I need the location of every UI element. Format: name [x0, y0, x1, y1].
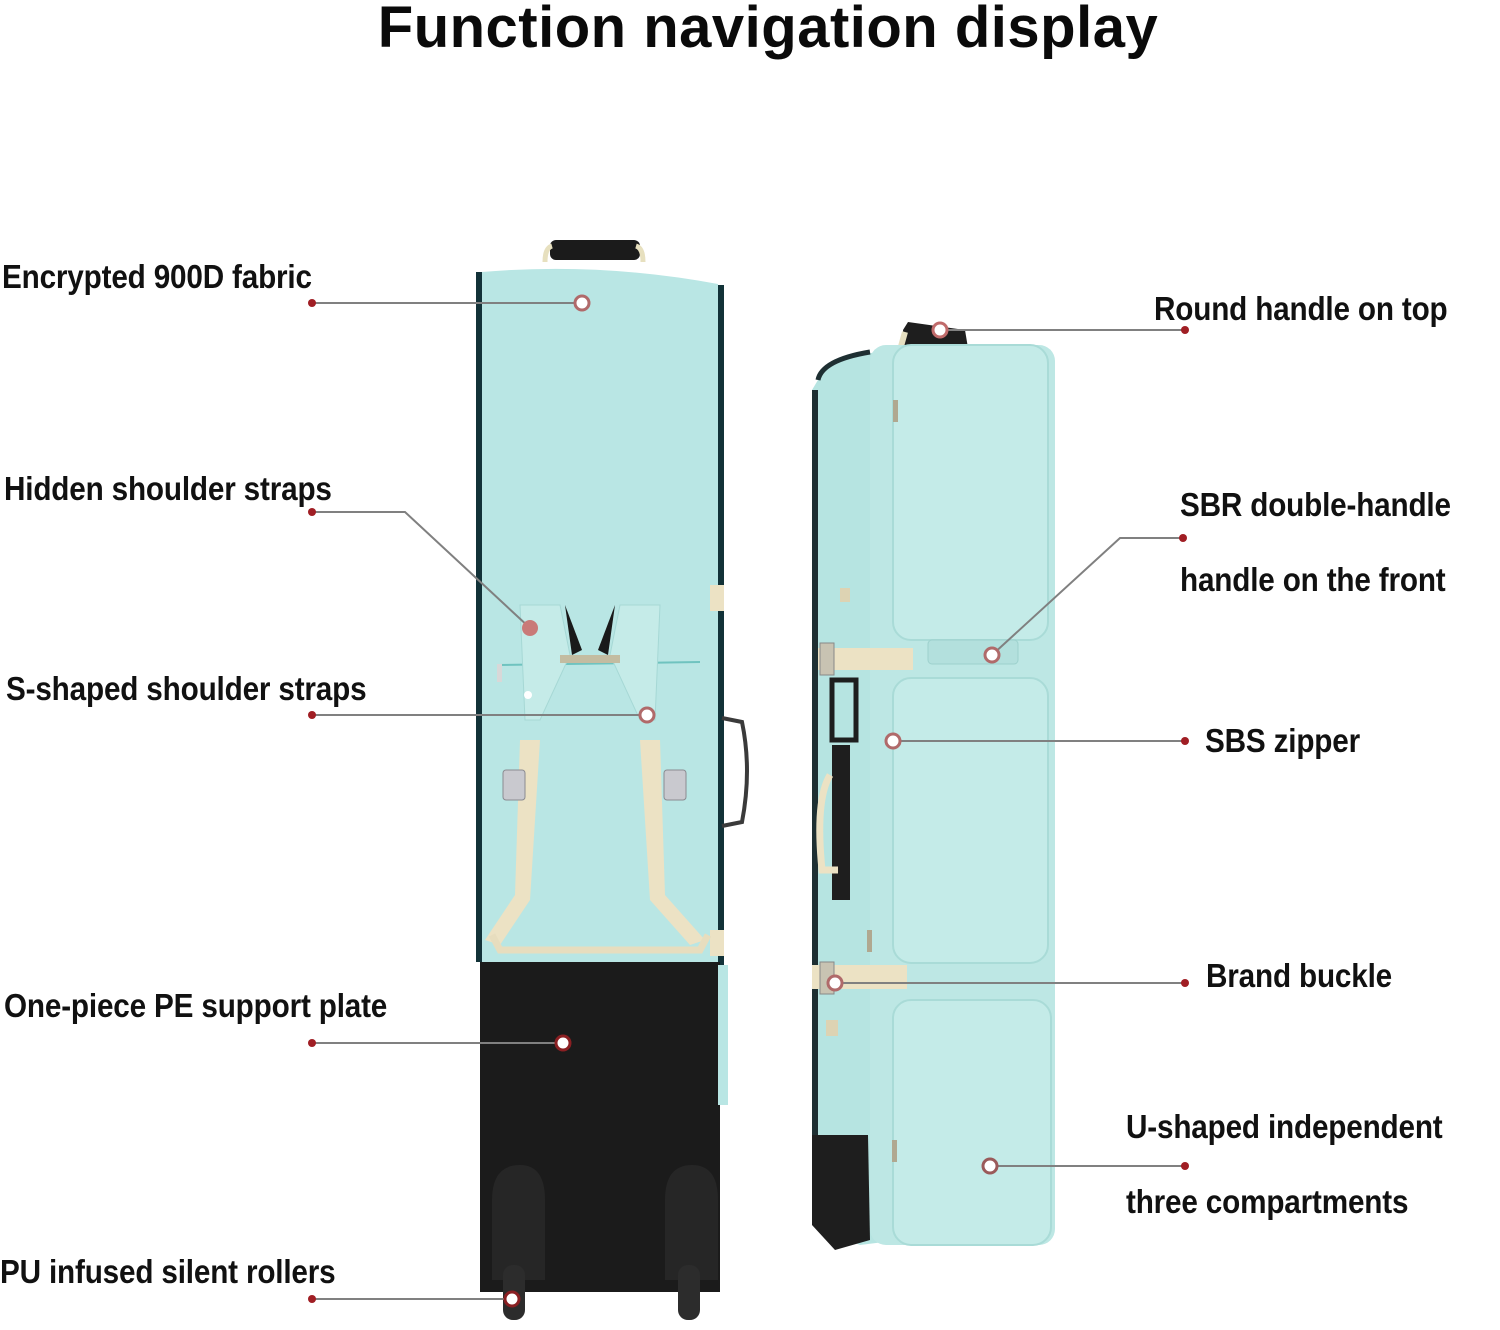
compartment-bottom — [892, 999, 1052, 1246]
marker-front-handle — [983, 646, 1001, 664]
marker-pe-plate — [554, 1034, 572, 1052]
marker-top-handle — [931, 321, 949, 339]
side-handle — [721, 716, 749, 828]
marker-buckle — [826, 974, 844, 992]
callout-label-compartments-line2: three compartments — [1126, 1183, 1409, 1220]
callout-label-top-handle: Round handle on top — [1154, 290, 1448, 327]
marker-s-straps — [638, 706, 656, 724]
callout-label-zipper: SBS zipper — [1205, 722, 1360, 759]
marker-compartments — [981, 1157, 999, 1175]
callout-label-front-handle-line1: SBR double-handle — [1180, 486, 1451, 523]
callout-label-fabric: Encrypted 900D fabric — [2, 258, 312, 295]
strap-upper — [818, 648, 913, 670]
callout-label-rollers: PU infused silent rollers — [0, 1253, 336, 1290]
callout-lines — [312, 302, 1185, 1300]
callout-label-compartments-line1: U-shaped independent — [1126, 1108, 1443, 1145]
callout-label-s-straps: S-shaped shoulder straps — [6, 670, 367, 707]
callout-label-hidden-straps: Hidden shoulder straps — [4, 470, 332, 507]
bag-back-view — [476, 240, 749, 1320]
callout-label-buckle: Brand buckle — [1206, 957, 1392, 994]
callout-markers — [503, 294, 1001, 1308]
callout-label-front-handle-line2: handle on the front — [1180, 561, 1446, 598]
callout-dots — [308, 299, 1189, 1303]
marker-hidden-straps — [522, 620, 538, 636]
callout-label-pe-plate: One-piece PE support plate — [4, 987, 388, 1024]
page-title: Function navigation display — [377, 0, 1159, 60]
marker-fabric — [573, 294, 591, 312]
top-carry-handle — [550, 240, 640, 260]
marker-zipper — [884, 732, 902, 750]
roller-right — [678, 1265, 700, 1320]
marker-rollers — [503, 1290, 521, 1308]
compartment-top — [892, 344, 1049, 641]
bag-front-view — [812, 322, 1055, 1250]
compartment-middle — [892, 677, 1049, 964]
